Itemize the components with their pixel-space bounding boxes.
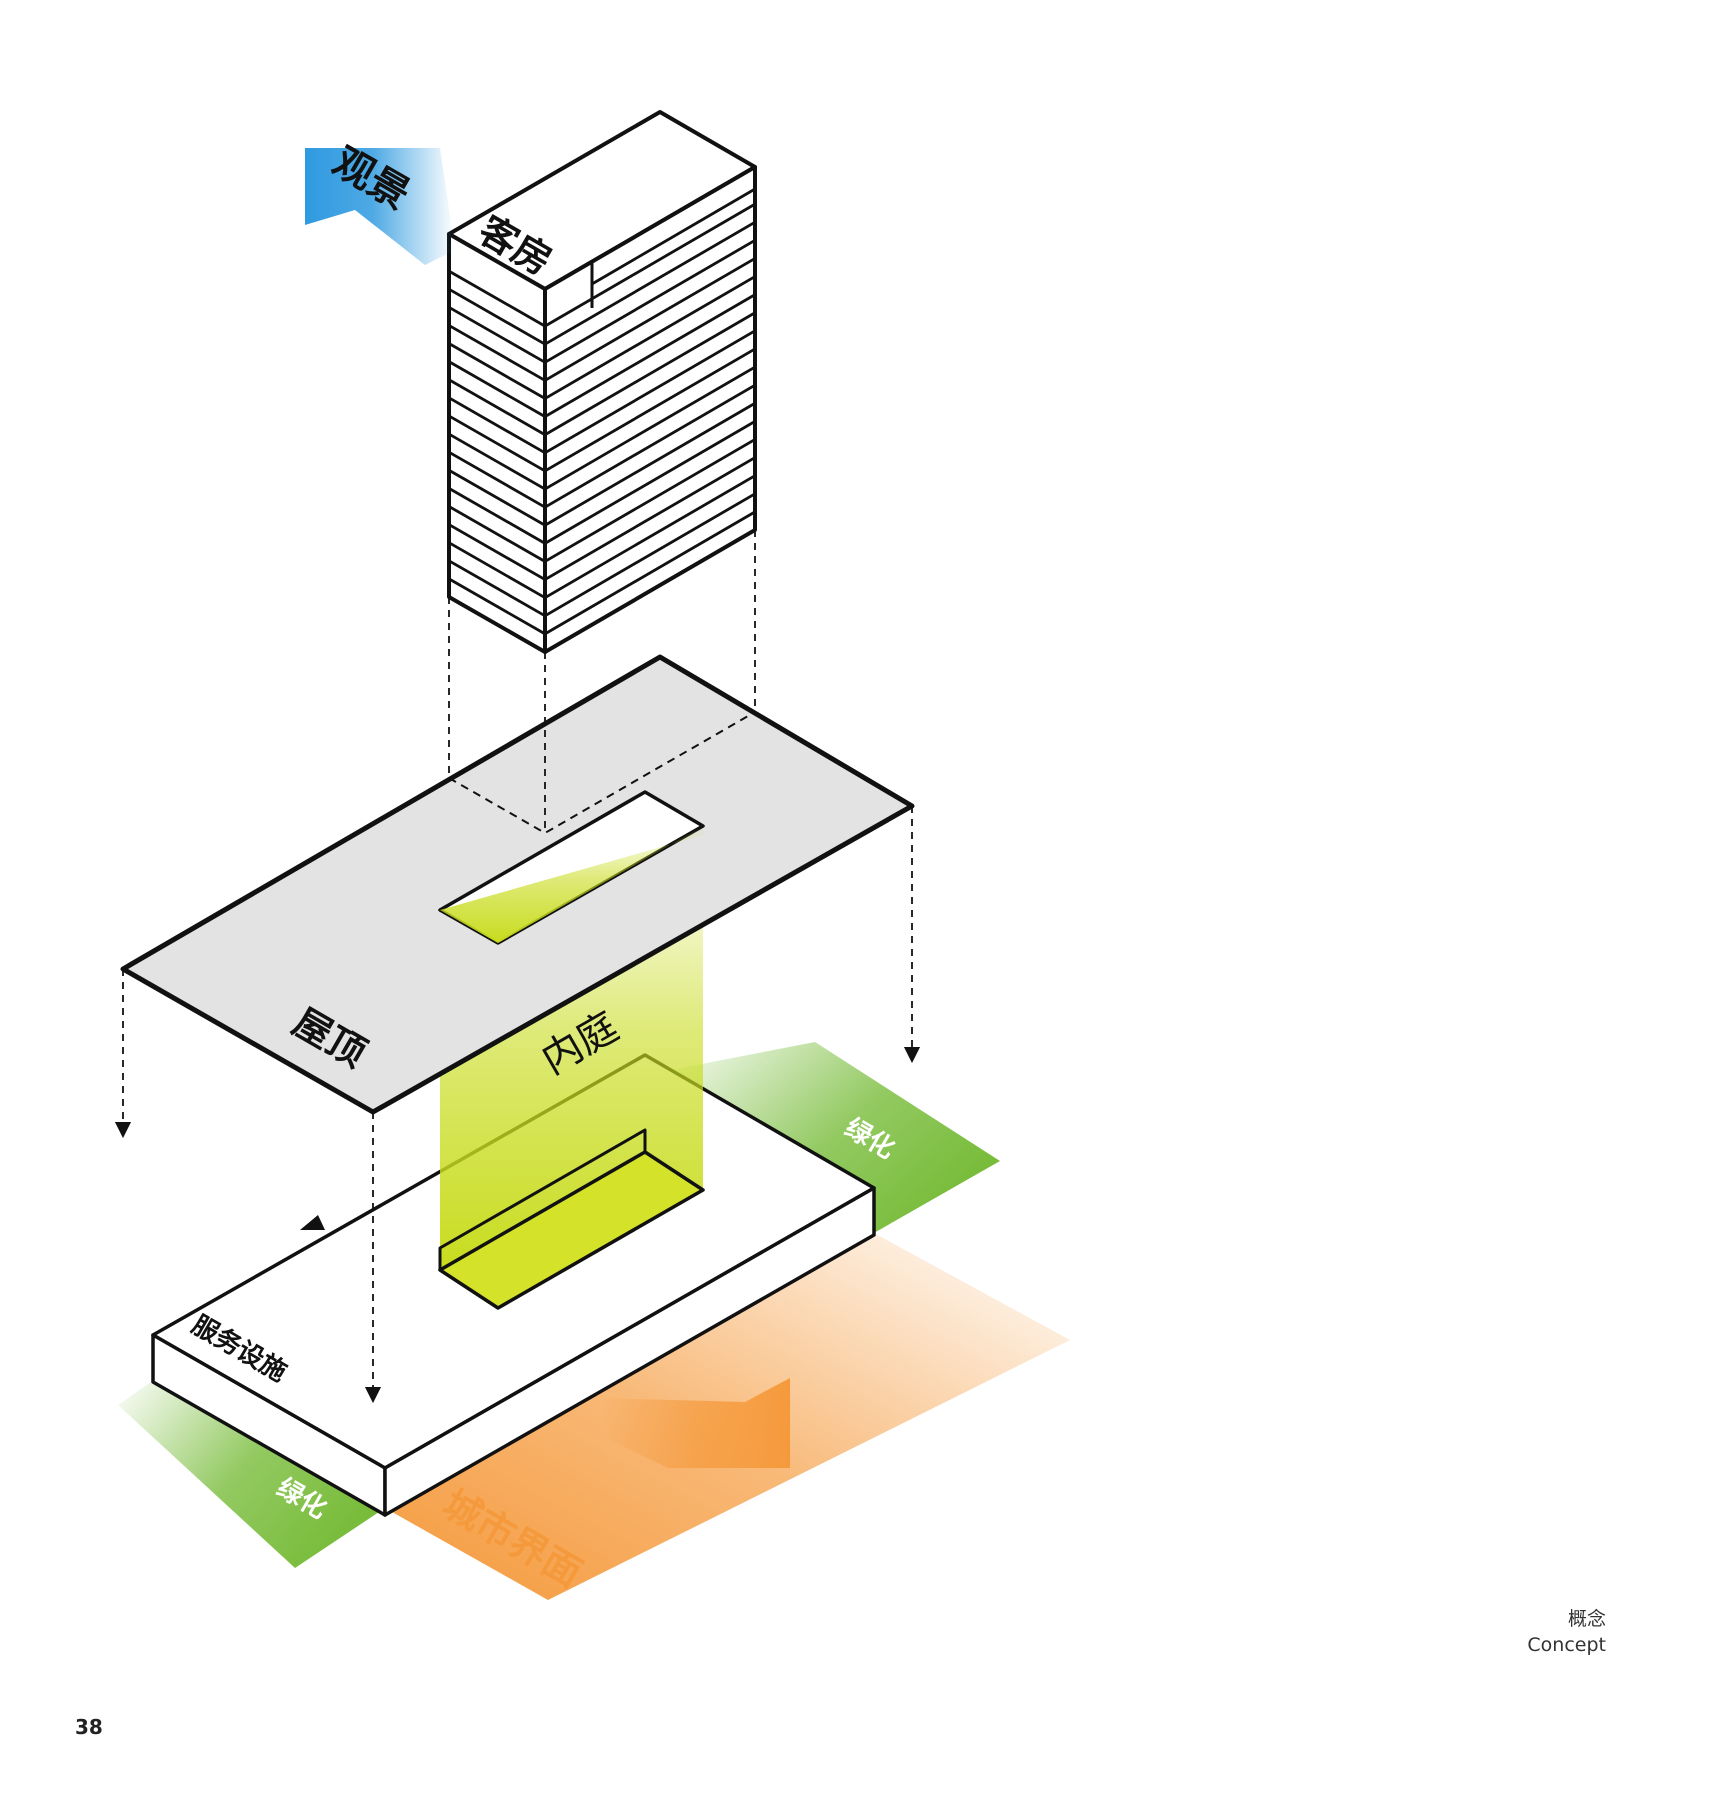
- floor-line: [448, 559, 546, 618]
- floor-line: [591, 187, 756, 286]
- floor-line: [544, 402, 756, 527]
- floor-line: [448, 342, 546, 400]
- floor-line: [448, 324, 546, 382]
- caption: 概念 Concept: [1527, 1606, 1606, 1658]
- floor-line: [544, 275, 756, 400]
- page-number: 38: [75, 1715, 103, 1739]
- floor-line: [544, 347, 756, 473]
- floor-line: [544, 492, 756, 618]
- floor-line: [544, 239, 756, 364]
- floor-line: [448, 450, 546, 509]
- floor-line: [544, 202, 756, 328]
- floor-line: [544, 438, 756, 563]
- floor-line: [544, 383, 756, 509]
- floor-line: [448, 269, 546, 328]
- floor-line: [544, 293, 756, 418]
- greening-band-right: [655, 1042, 1000, 1233]
- courtyard-pit: [438, 1128, 705, 1310]
- floor-line: [448, 523, 546, 581]
- urban-arrow: [598, 1378, 790, 1468]
- projection-lines: [114, 530, 921, 1404]
- tower: [447, 110, 757, 654]
- courtyard-volume-upper: [440, 826, 703, 943]
- floor-line: [448, 432, 546, 491]
- entrance-marker: [300, 1215, 325, 1230]
- floor-line: [591, 165, 756, 264]
- floor-line: [448, 414, 546, 473]
- tower-footprint: [448, 711, 756, 835]
- floor-line: [448, 577, 546, 636]
- floor-line: [544, 474, 756, 599]
- floor-line: [544, 456, 756, 581]
- floor-line: [448, 541, 546, 599]
- floor-line: [544, 365, 756, 491]
- floor-line: [448, 287, 546, 346]
- floor-line: [544, 420, 756, 545]
- floor-line: [448, 396, 546, 455]
- floor-line: [544, 311, 756, 436]
- floor-line: [544, 510, 756, 636]
- floor-line: [448, 469, 546, 527]
- floor-line: [544, 220, 756, 346]
- floor-line: [448, 378, 546, 436]
- floor-line: [448, 487, 546, 545]
- greening-band-left: [118, 1377, 385, 1568]
- view-arrow: [305, 148, 455, 265]
- caption-zh: 概念: [1567, 1608, 1606, 1630]
- floor-line: [544, 257, 756, 382]
- caption-en: Concept: [1527, 1634, 1606, 1656]
- floor-line: [448, 306, 546, 364]
- floor-line: [448, 360, 546, 418]
- floor-line: [448, 505, 546, 563]
- floor-line: [544, 329, 756, 455]
